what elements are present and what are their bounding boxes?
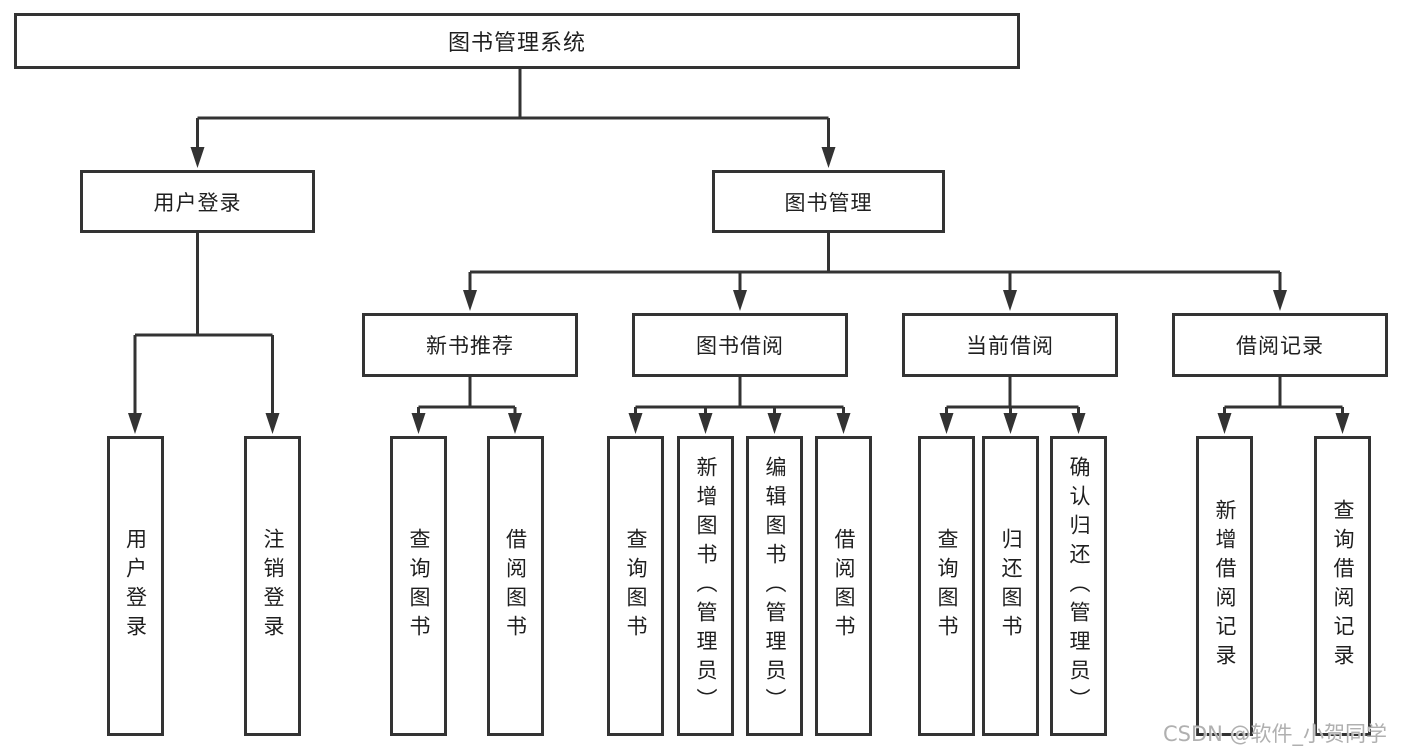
leaf-add-borrow-record-label: 新增借阅记录 [1213,499,1238,673]
node-root: 图书管理系统 [14,13,1020,69]
node-new-book-recommend: 新书推荐 [362,313,578,377]
leaf-add-books-admin: 新增图书（管理员） [677,436,734,736]
leaf-query-books-recommend: 查询图书 [390,436,447,736]
leaf-query-books-borrow-label: 查询图书 [624,528,649,644]
leaf-logout: 注销登录 [244,436,301,736]
leaf-add-books-admin-label: 新增图书（管理员） [694,455,719,717]
leaf-return-books-label: 归还图书 [999,528,1024,644]
leaf-query-borrow-record-label: 查询借阅记录 [1331,499,1356,673]
leaf-edit-books-admin: 编辑图书（管理员） [746,436,803,736]
node-user-login: 用户登录 [80,170,315,233]
leaf-borrow-books-recommend: 借阅图书 [486,436,544,736]
leaf-query-books-recommend-label: 查询图书 [407,528,432,644]
leaf-edit-books-admin-label: 编辑图书（管理员） [763,455,788,717]
node-borrow-record: 借阅记录 [1172,313,1388,377]
leaf-borrow-books: 借阅图书 [815,436,872,736]
leaf-user-login: 用户登录 [106,436,164,736]
node-book-borrow: 图书借阅 [632,313,848,377]
leaf-logout-label: 注销登录 [261,528,286,644]
leaf-query-books-current-label: 查询图书 [935,528,960,644]
leaf-borrow-books-recommend-label: 借阅图书 [503,528,528,644]
leaf-query-borrow-record: 查询借阅记录 [1314,436,1371,736]
node-book-management: 图书管理 [712,170,945,233]
leaf-confirm-return-admin: 确认归还（管理员） [1050,436,1107,736]
leaf-query-books-current: 查询图书 [918,436,975,736]
leaf-user-login-label: 用户登录 [123,528,148,644]
csdn-watermark: CSDN @软件_小贺同学 [1163,722,1388,746]
leaf-confirm-return-admin-label: 确认归还（管理员） [1067,455,1092,717]
leaf-query-books-borrow: 查询图书 [607,436,664,736]
node-current-borrow: 当前借阅 [902,313,1118,377]
leaf-add-borrow-record: 新增借阅记录 [1196,436,1253,736]
leaf-return-books: 归还图书 [982,436,1039,736]
leaf-borrow-books-label: 借阅图书 [832,528,857,644]
